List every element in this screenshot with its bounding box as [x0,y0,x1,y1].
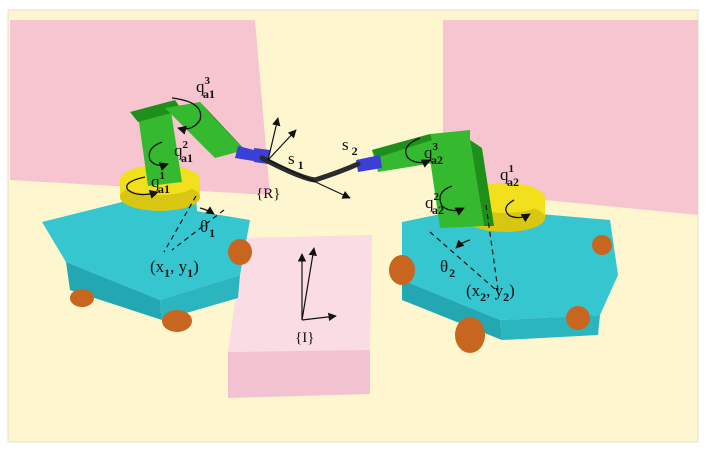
wheel [162,310,192,332]
platform [228,235,372,398]
frame-I-axes [297,247,337,322]
label-frame-R: {R} [256,186,280,202]
label-theta1: θ1 [200,217,215,240]
robot-1 [42,100,270,332]
rod-object [259,155,361,183]
angle-lines [163,195,499,291]
rotation-arrows [126,97,531,223]
left-wall [10,20,270,195]
label-theta2: θ2 [440,257,455,280]
frame-R-axes [267,117,351,199]
wheel [566,306,590,330]
label-pos1: (x1, y1) [150,257,199,280]
wheel [389,255,415,285]
wheel [455,317,485,353]
label-frame-I: {I} [295,330,314,346]
wheel [70,289,94,307]
wheel [592,235,612,255]
label-pos2: (x2, y2) [466,281,515,304]
robot-2 [356,130,618,353]
right-wall [443,20,698,215]
wheel [228,239,252,265]
